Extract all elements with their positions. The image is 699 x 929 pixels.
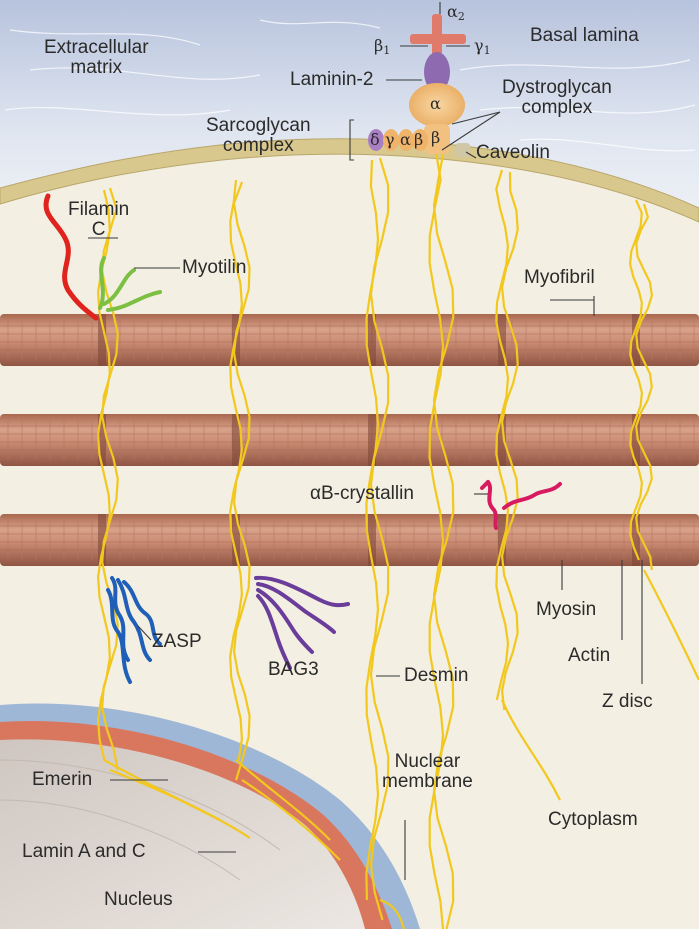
laminin-2-label: Laminin-2 <box>290 70 373 90</box>
dystroglycan-beta: β <box>431 128 440 147</box>
extracellular-matrix-label: Extracellular matrix <box>44 38 149 78</box>
nuclear-membrane-label: Nuclear membrane <box>382 752 473 792</box>
myosin-label: Myosin <box>536 600 596 620</box>
myotilin-label: Myotilin <box>182 258 246 278</box>
sarcoglycan-complex-label: Sarcoglycan complex <box>206 116 311 156</box>
desmin-label: Desmin <box>404 666 468 686</box>
cytoplasm-label: Cytoplasm <box>548 810 638 830</box>
myofibril-2 <box>0 414 699 466</box>
alpha-dystroglycan-symbol: α <box>430 94 441 113</box>
z-disc-label: Z disc <box>602 692 653 712</box>
caveolin-blob <box>456 143 470 157</box>
filamin-c-label: Filamin C <box>68 200 129 240</box>
beta1-symbol: β1 <box>374 36 390 57</box>
caveolin-label: Caveolin <box>476 143 550 163</box>
basal-lamina-label: Basal lamina <box>530 26 639 46</box>
bag3-label: BAG3 <box>268 660 319 680</box>
dystroglycan-complex-label: Dystroglycan complex <box>502 78 612 118</box>
myofibril-group <box>0 314 699 566</box>
zasp-label: ZASP <box>152 632 202 652</box>
gamma1-symbol: γ1 <box>474 36 491 57</box>
sarcoglycan-beta: β <box>414 130 423 149</box>
sarcoglycan-gamma: γ <box>385 130 395 149</box>
ab-crystallin-label: αB-crystallin <box>310 484 414 504</box>
lamin-a-c-label: Lamin A and C <box>22 842 146 862</box>
sarcoglycan-delta: δ <box>370 130 380 149</box>
myofibril-label: Myofibril <box>524 268 595 288</box>
actin-label: Actin <box>568 646 610 666</box>
alpha2-symbol: α2 <box>447 2 465 23</box>
sarcoglycan-alpha: α <box>400 130 411 149</box>
emerin-label: Emerin <box>32 770 92 790</box>
nucleus-label: Nucleus <box>104 890 173 910</box>
